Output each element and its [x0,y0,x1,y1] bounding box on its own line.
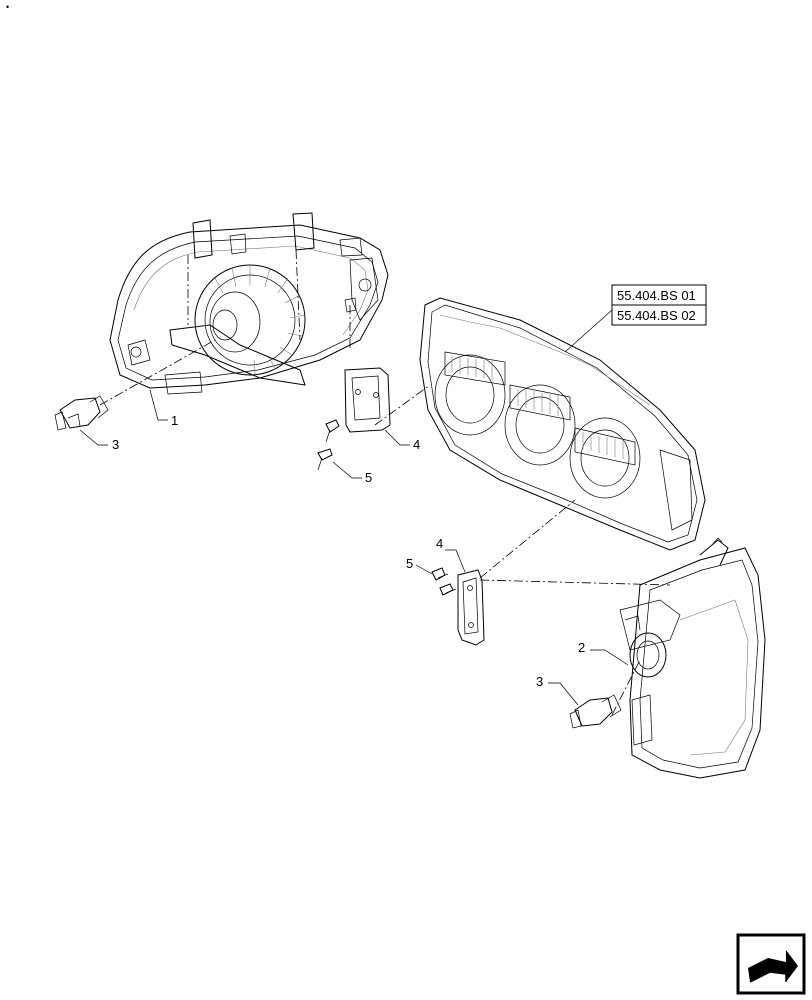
callout-leaders [79,389,629,706]
upper-screws [317,297,357,471]
callout-5-upper: 5 [365,470,372,485]
left-headlamp-housing [109,212,389,395]
right-headlamp-assembly [619,537,766,779]
callout-3-left: 3 [112,437,119,452]
lower-screws [431,567,457,596]
center-lamp-cluster [419,297,706,551]
next-page-arrow-icon[interactable] [736,933,806,995]
left-mounting-bracket [344,367,391,433]
reference-box-group: 55.404.BS 01 55.404.BS 02 [611,284,707,326]
corner-mark: • [6,2,9,12]
callout-2: 2 [578,640,585,655]
callout-4-upper: 4 [413,437,420,452]
reference-link-1[interactable]: 55.404.BS 01 [617,288,696,303]
left-halogen-bulb [54,395,109,431]
callout-3-right: 3 [536,674,543,689]
reference-box-2[interactable] [611,304,707,326]
callout-5-lower: 5 [406,556,413,571]
callout-1: 1 [171,413,178,428]
callout-4-lower: 4 [436,536,443,551]
right-mounting-bracket [457,569,485,646]
right-halogen-bulb [569,694,622,729]
reference-link-2[interactable]: 55.404.BS 02 [617,308,696,323]
